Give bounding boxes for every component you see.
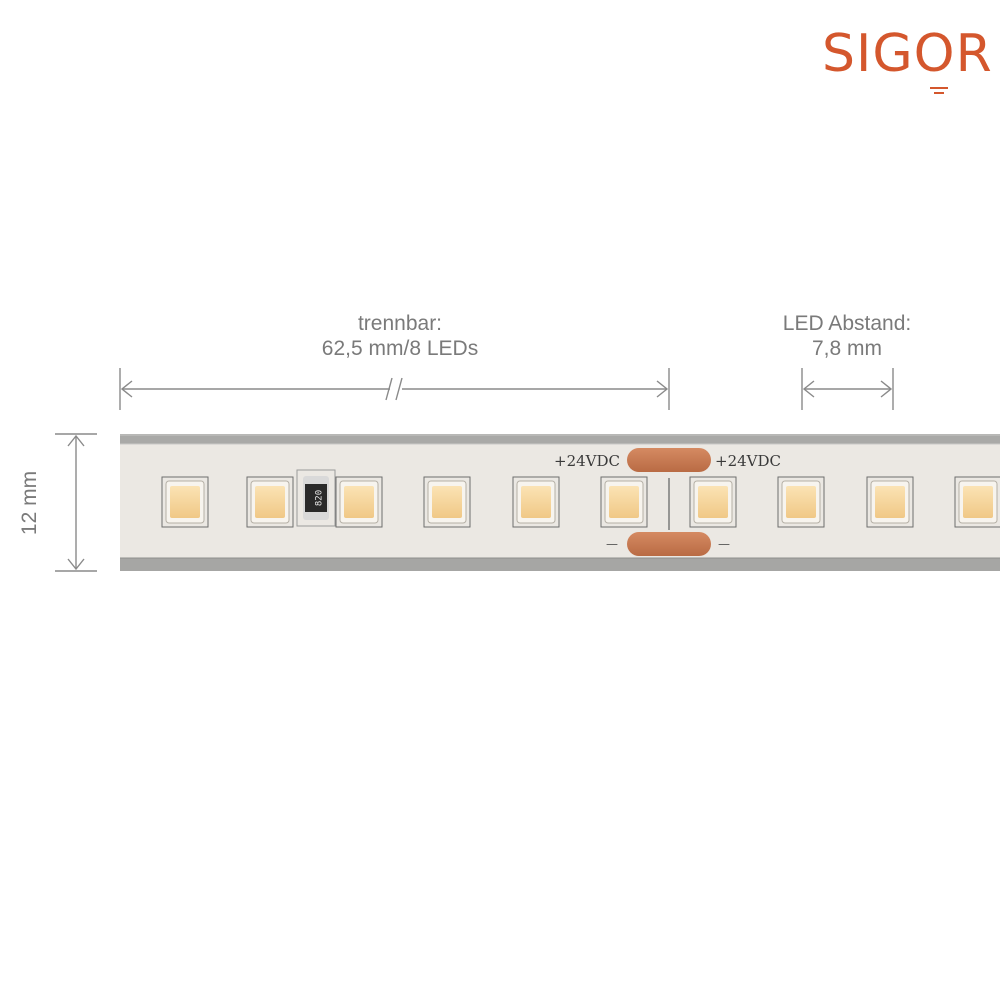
cut-length-title: trennbar: xyxy=(357,312,443,335)
led-chip xyxy=(689,476,737,528)
voltage-label-right: +24VDC xyxy=(715,452,781,470)
cut-length-value: 62,5 mm/8 LEDs xyxy=(321,337,479,360)
resistor: 820 xyxy=(296,469,336,527)
led-pitch-label: LED Abstand: 7,8 mm xyxy=(747,311,947,361)
logo-text: SIGOR xyxy=(822,24,993,84)
led-chip xyxy=(423,476,471,528)
sigor-logo: SIGOR xyxy=(822,24,992,96)
led-chip xyxy=(512,476,560,528)
solder-pads xyxy=(627,448,711,556)
led-pitch-value: 7,8 mm xyxy=(811,337,882,360)
bulb-icon xyxy=(930,87,948,94)
strip-height-dimension xyxy=(55,433,97,572)
led-chip xyxy=(161,476,209,528)
solder-pad-minus xyxy=(627,532,711,556)
cut-length-dimension xyxy=(119,368,670,410)
solder-pad-plus xyxy=(627,448,711,472)
cut-length-label: trennbar: 62,5 mm/8 LEDs xyxy=(250,311,550,361)
leds xyxy=(161,476,1000,528)
led-chip xyxy=(777,476,825,528)
led-chip xyxy=(246,476,294,528)
voltage-label-left: +24VDC xyxy=(554,452,620,470)
led-chip xyxy=(335,476,383,528)
resistor-code: 820 xyxy=(315,490,325,506)
minus-label-right: — xyxy=(718,537,730,551)
led-pitch-dimension xyxy=(801,368,894,410)
led-chip xyxy=(866,476,914,528)
led-chip xyxy=(954,476,1000,528)
led-pitch-title: LED Abstand: xyxy=(782,312,912,335)
minus-label-left: — xyxy=(606,537,618,551)
led-chip xyxy=(600,476,648,528)
